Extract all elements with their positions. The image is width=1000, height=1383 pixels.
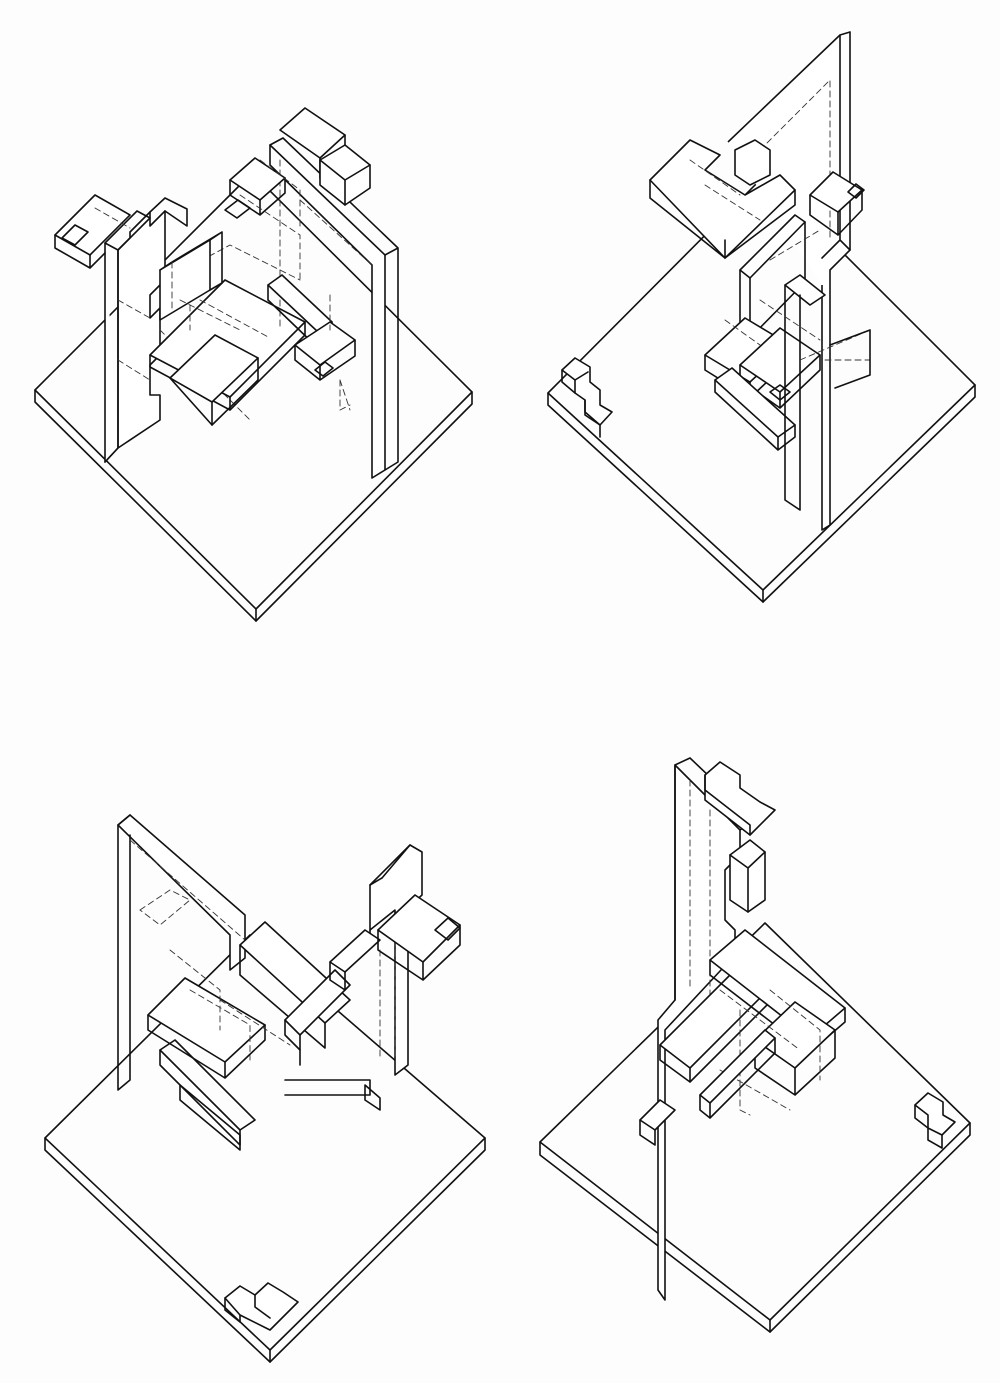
cube-right (378, 895, 460, 980)
right-floating-plane (830, 330, 870, 388)
isometric-view-bottom-left (0, 690, 500, 1383)
upper-l-block (650, 140, 795, 258)
central-panels (160, 232, 240, 330)
small-cube-right (810, 172, 864, 235)
block-left-cantilever (55, 195, 130, 268)
central-assembly (705, 215, 870, 510)
corner-steps (562, 358, 612, 437)
isometric-view-bottom-right (500, 690, 1000, 1383)
vertical-slab-right (270, 138, 398, 478)
central-assembly (640, 930, 845, 1145)
upper-blocks (225, 108, 370, 280)
central-plates (150, 245, 305, 425)
isometric-view-top-right (500, 0, 1000, 640)
corner-steps (225, 1283, 298, 1330)
corner-steps (915, 1093, 955, 1148)
right-bars (268, 275, 355, 410)
lower-bars (180, 1085, 380, 1150)
upper-steps (705, 762, 775, 912)
base-plate (548, 175, 975, 602)
vertical-slab-left (118, 815, 245, 1090)
central-assembly (148, 922, 370, 1145)
lower-bar (700, 1030, 775, 1118)
vertical-column-right (330, 845, 422, 1075)
tall-diagonal-slab (728, 32, 850, 530)
base-plate (35, 173, 472, 621)
isometric-view-top-left (0, 0, 500, 640)
